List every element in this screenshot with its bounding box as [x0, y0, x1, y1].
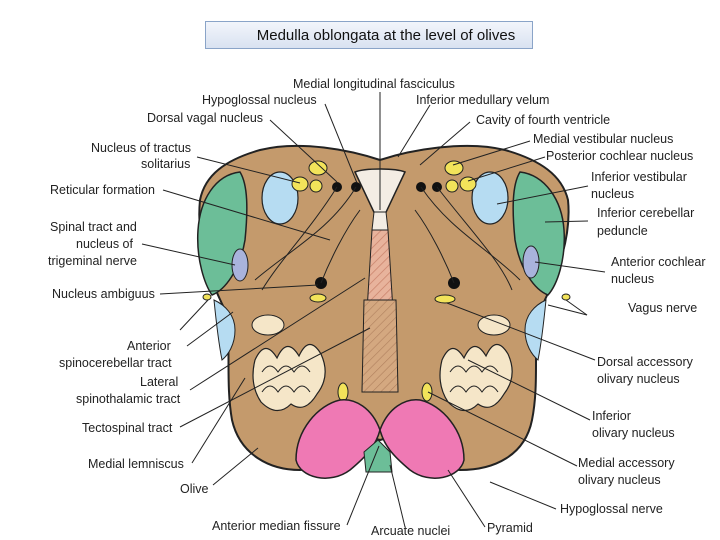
label-dorsal-accessory-line1: Dorsal accessory [597, 355, 694, 369]
pyramid-left [295, 399, 381, 479]
label-medial-vestibular-nucleus: Medial vestibular nucleus [533, 132, 673, 146]
label-spinal-tract-line2: nucleus of [76, 237, 134, 251]
label-medial-accessory-line1: Medial accessory [578, 456, 675, 470]
label-anterior-median-fissure: Anterior median fissure [212, 519, 341, 533]
label-tectospinal-tract: Tectospinal tract [82, 421, 173, 435]
label-nucleus-tractus-line1: Nucleus of tractus [91, 141, 191, 155]
label-spinal-tract-line3: trigeminal nerve [48, 254, 137, 268]
trigeminal-nucleus-right [522, 245, 540, 279]
fiber-lines [254, 186, 521, 291]
labels: Medial longitudinal fasciculus Hypogloss… [48, 77, 706, 538]
label-dorsal-accessory-line2: olivary nucleus [597, 372, 680, 386]
label-inferior-vestibular-line2: nucleus [591, 187, 634, 201]
vestibular-nucleus-right [471, 171, 509, 225]
label-arcuate-nuclei: Arcuate nuclei [371, 524, 450, 538]
title-box: Medulla oblongata at the level of olives [205, 21, 533, 49]
label-nucleus-tractus-line2: solitarius [141, 157, 190, 171]
label-inferior-vestibular-line1: Inferior vestibular [591, 170, 687, 184]
diagram-title: Medulla oblongata at the level of olives [256, 26, 516, 44]
label-anterior-spinocerebellar-line1: Anterior [127, 339, 171, 353]
label-dorsal-vagal-nucleus: Dorsal vagal nucleus [147, 111, 263, 125]
leader-lines [141, 92, 606, 528]
mlf-tract [371, 211, 389, 231]
label-hypoglossal-nerve: Hypoglossal nerve [560, 502, 663, 516]
label-posterior-cochlear-nucleus: Posterior cochlear nucleus [546, 149, 693, 163]
label-anterior-cochlear-line1: Anterior cochlear [611, 255, 706, 269]
label-spinal-tract-line1: Spinal tract and [50, 220, 137, 234]
label-lateral-spinothalamic-line2: spinothalamic tract [76, 392, 181, 406]
label-nucleus-ambiguus: Nucleus ambiguus [52, 287, 155, 301]
label-inferior-cerebellar-line1: Inferior cerebellar [597, 206, 694, 220]
label-anterior-spinocerebellar-line2: spinocerebellar tract [59, 356, 172, 370]
label-reticular-formation: Reticular formation [50, 183, 155, 197]
label-vagus-nerve: Vagus nerve [628, 301, 697, 315]
label-inferior-olivary-line1: Inferior [592, 409, 631, 423]
label-cavity-fourth-ventricle: Cavity of fourth ventricle [476, 113, 610, 127]
label-olive: Olive [180, 482, 209, 496]
arcuate-nuclei [363, 439, 393, 473]
label-medial-longitudinal-fasciculus: Medial longitudinal fasciculus [293, 77, 455, 91]
label-pyramid: Pyramid [487, 521, 533, 535]
label-inferior-olivary-line2: olivary nucleus [592, 426, 675, 440]
trigeminal-nucleus-left [231, 248, 249, 282]
label-medial-accessory-line2: olivary nucleus [578, 473, 661, 487]
label-anterior-cochlear-line2: nucleus [611, 272, 654, 286]
vestibular-nucleus-left [261, 171, 299, 225]
olivary-nucleus-right [439, 314, 513, 412]
pyramid-right [379, 399, 465, 479]
label-lateral-spinothalamic-line1: Lateral [140, 375, 178, 389]
label-hypoglossal-nucleus: Hypoglossal nucleus [202, 93, 317, 107]
solitarius-nuclei [202, 160, 571, 402]
tectospinal-tract [361, 299, 399, 393]
spinocerebellar-right [524, 299, 547, 361]
label-inferior-cerebellar-line2: peduncle [597, 224, 648, 238]
label-inferior-medullary-velum: Inferior medullary velum [416, 93, 549, 107]
label-medial-lemniscus: Medial lemniscus [88, 457, 184, 471]
